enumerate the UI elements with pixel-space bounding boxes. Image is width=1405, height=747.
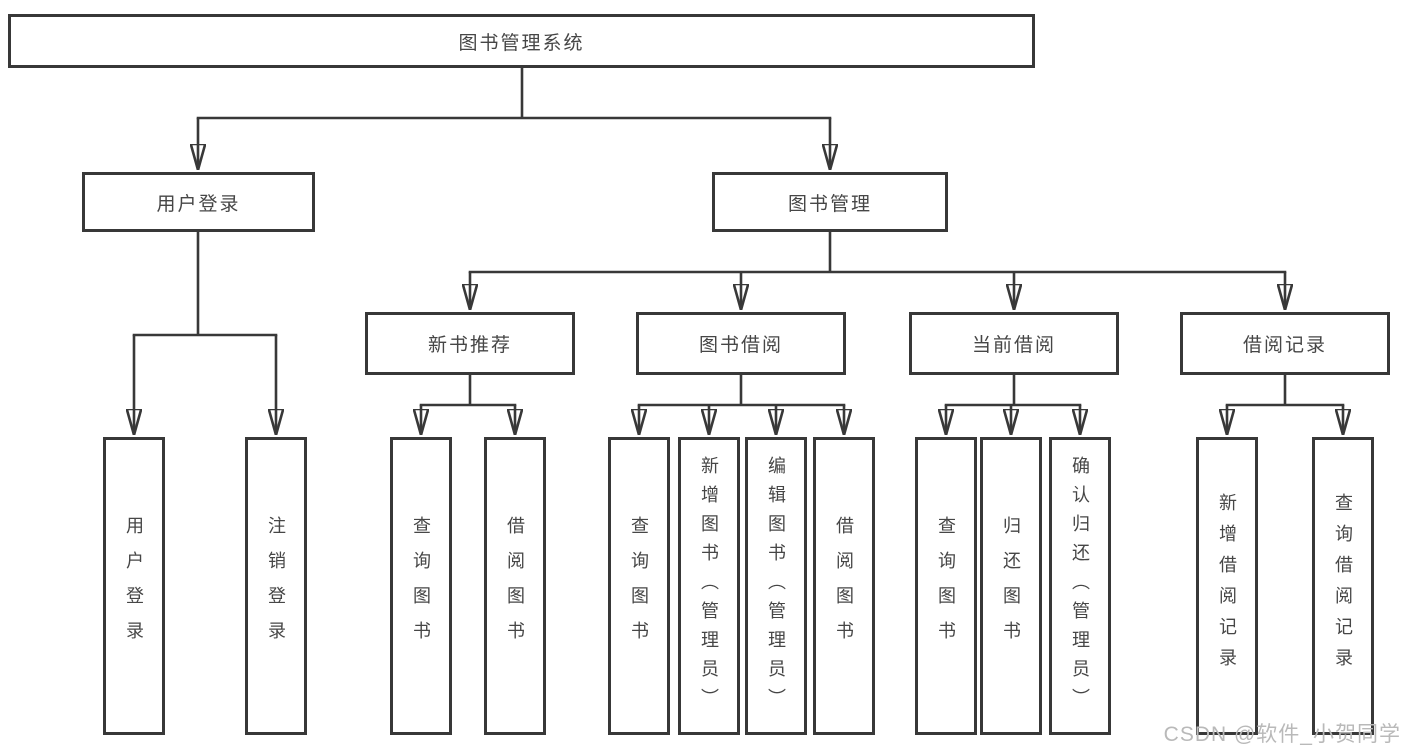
leaf-confirm-return-admin: 确认归还（管理员） xyxy=(1049,437,1111,735)
node-book-borrowing: 图书借阅 xyxy=(636,312,846,375)
node-user-login: 用户登录 xyxy=(82,172,315,232)
node-new-book-recommend: 新书推荐 xyxy=(365,312,575,375)
leaf-borrow-books-1: 借阅图书 xyxy=(484,437,546,735)
leaf-add-borrow-record: 新增借阅记录 xyxy=(1196,437,1258,735)
leaf-borrow-books-2: 借阅图书 xyxy=(813,437,875,735)
leaf-query-books-2: 查询图书 xyxy=(608,437,670,735)
node-library-system: 图书管理系统 xyxy=(8,14,1035,68)
node-book-management: 图书管理 xyxy=(712,172,948,232)
leaf-query-borrow-record: 查询借阅记录 xyxy=(1312,437,1374,735)
leaf-edit-book-admin: 编辑图书（管理员） xyxy=(745,437,807,735)
node-borrowing-records: 借阅记录 xyxy=(1180,312,1390,375)
leaf-logout: 注销登录 xyxy=(245,437,307,735)
leaf-query-books-3: 查询图书 xyxy=(915,437,977,735)
leaf-return-books: 归还图书 xyxy=(980,437,1042,735)
watermark: CSDN @软件_小贺同学 xyxy=(1163,723,1401,746)
leaf-query-books-1: 查询图书 xyxy=(390,437,452,735)
leaf-add-book-admin: 新增图书（管理员） xyxy=(678,437,740,735)
leaf-user-login: 用户登录 xyxy=(103,437,165,735)
node-current-borrowing: 当前借阅 xyxy=(909,312,1119,375)
